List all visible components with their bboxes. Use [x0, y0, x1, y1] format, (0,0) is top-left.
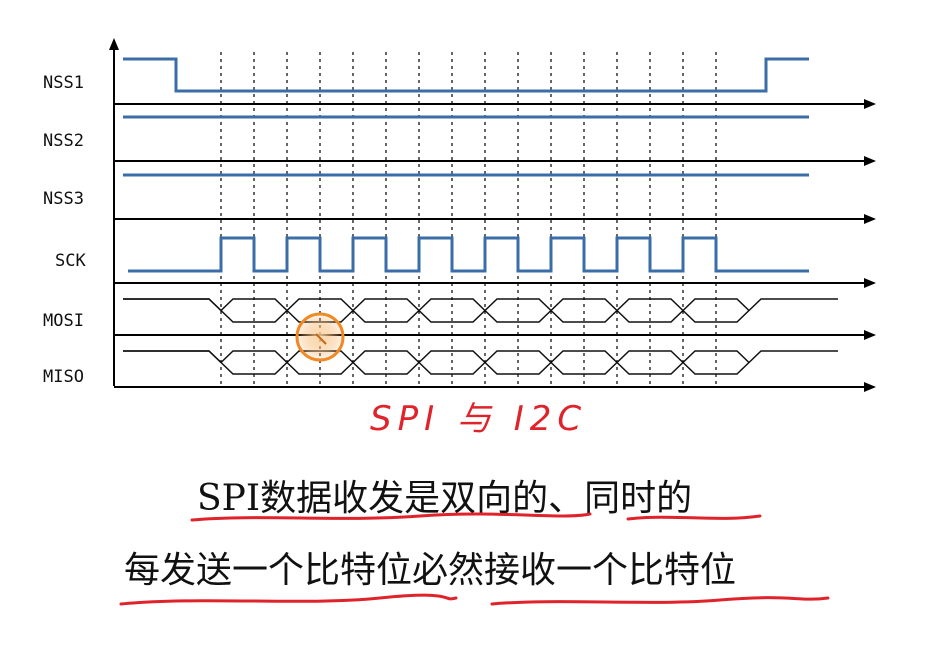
- bus-lower-mosi: [123, 298, 750, 323]
- label-mosi: MOSI: [43, 311, 84, 331]
- bus-upper-mosi: [123, 298, 838, 312]
- label-nss1: NSS1: [43, 73, 84, 93]
- signal-baselines: [114, 99, 876, 392]
- caption-line-2: 每发送一个比特位必然接收一个比特位: [124, 550, 736, 591]
- underline-caption-1b: [626, 514, 762, 521]
- label-nss3: NSS3: [43, 189, 84, 209]
- label-sck: SCK: [55, 251, 86, 271]
- cursor-highlight-icon: [295, 312, 345, 362]
- bus-upper-miso: [123, 350, 838, 364]
- waveform-mosi: [123, 298, 838, 323]
- handwritten-note: SPI 与 I2C: [370, 399, 587, 439]
- underline-caption-1a: [190, 512, 592, 522]
- signal-waveforms: [123, 57, 838, 375]
- underline-caption-2a: [119, 593, 458, 606]
- waveform-miso: [123, 350, 838, 375]
- underline-caption-2b: [490, 596, 830, 606]
- waveform-sck: [128, 236, 809, 273]
- waveform-nss1: [123, 57, 809, 93]
- bus-lower-miso: [123, 350, 750, 375]
- label-miso: MISO: [43, 367, 84, 387]
- label-nss2: NSS2: [43, 131, 84, 151]
- caption-line-1: SPI数据收发是双向的、同时的: [197, 478, 692, 519]
